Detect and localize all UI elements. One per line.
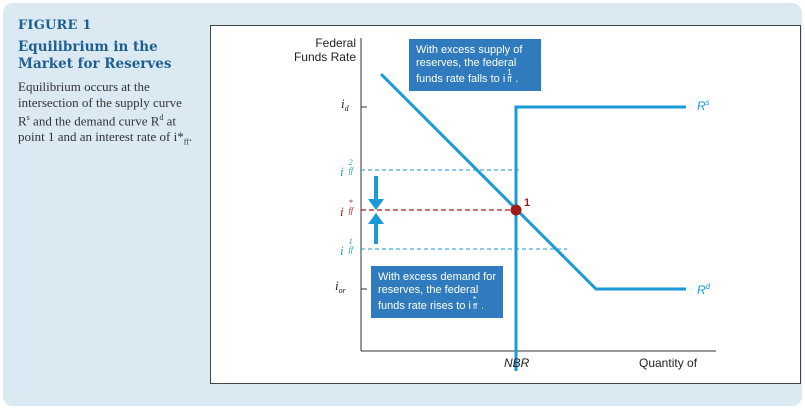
- diagram-area: Federal Funds Rate Quantity of NBR Rs Rd…: [210, 25, 801, 384]
- figure-title: Equilibrium in the Market for Reserves: [18, 39, 172, 72]
- figure-description: Equilibrium occurs at the intersection o…: [18, 79, 193, 147]
- y-axis-label: Federal Funds Rate: [293, 36, 356, 64]
- down-arrow-head: [368, 199, 384, 210]
- supply-curve-label: Rs: [697, 98, 710, 113]
- demand-curve-label: Rd: [697, 282, 711, 297]
- nbr-label: NBR: [504, 356, 530, 370]
- reserves-market-diagram: [360, 38, 716, 371]
- excess-supply-note: With excess supply of reserves, the fede…: [409, 39, 541, 91]
- supply-curve: [514, 105, 686, 371]
- ior-label: ior: [335, 278, 346, 295]
- excess-demand-note: With excess demand for reserves, the fed…: [371, 266, 503, 318]
- equilibrium-point: [510, 204, 522, 216]
- x-axis-label: Quantity of: [639, 356, 698, 370]
- point-label: 1: [524, 197, 531, 209]
- figure-number: FIGURE 1: [18, 18, 92, 33]
- up-arrow-head: [368, 213, 384, 224]
- iffstar-label: i*ff: [340, 198, 354, 219]
- id-label: id: [341, 96, 349, 113]
- figure-caption: FIGURE 1 Equilibrium in the Market for R…: [18, 18, 193, 150]
- demand-curve: [379, 72, 686, 291]
